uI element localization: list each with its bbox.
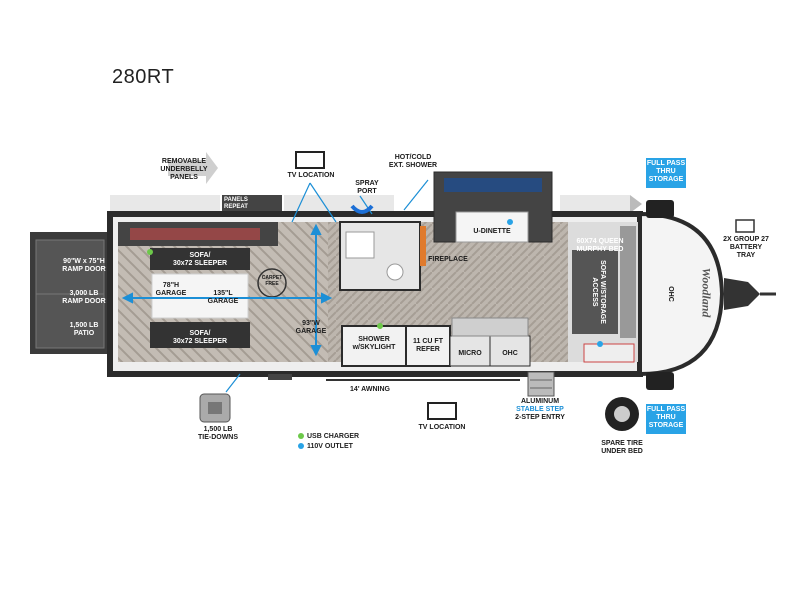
- spray-port-fixture: [350, 204, 374, 214]
- murphy-bed-label: 60X74 QUEEN MURPHY BED: [576, 238, 624, 253]
- front-storage-bottom: [646, 372, 674, 390]
- patio-label: 1,500 LB PATIO: [69, 322, 99, 337]
- battery-tray-label: 2X GROUP 27 BATTERY TRAY: [723, 236, 769, 259]
- woodland-logo: Woodland: [699, 267, 714, 318]
- entry-step: [527, 371, 555, 397]
- model-title: 280RT: [112, 66, 175, 88]
- garage-dimension-lines: [121, 223, 333, 357]
- sofa-sleeper-top-label: SOFA/ 30x72 SLEEPER: [172, 252, 228, 267]
- usb-marker: [147, 249, 153, 255]
- tv-location-bottom-label: TV LOCATION: [418, 424, 466, 431]
- panels-repeat-label: PANELS REPEAT: [224, 197, 248, 210]
- refrigerator: [405, 325, 451, 367]
- ramp-door-weight-label: 3,000 LB RAMP DOOR: [62, 290, 106, 305]
- garage-rug: [151, 273, 249, 319]
- ohc-kitchen-label: OHC: [502, 350, 518, 357]
- ext-shower-label: HOT/COLD EXT. SHOWER: [388, 154, 438, 169]
- full-pass-storage-top: FULL PASS THRU STORAGE: [646, 158, 686, 188]
- outlet-marker: [507, 219, 513, 225]
- fireplace: [420, 226, 426, 266]
- awning-label: 14' AWNING: [350, 386, 390, 393]
- refer-label: 11 CU FT REFER: [413, 338, 443, 353]
- two-step-entry-label: 2-STEP ENTRY: [515, 414, 565, 421]
- sofa-bottom: [150, 322, 250, 348]
- kitchen-ohc: [489, 335, 531, 367]
- removable-panels-label: REMOVABLE UNDERBELLY PANELS: [160, 158, 208, 181]
- outlet-dot-icon: [298, 443, 304, 450]
- u-dinette-label: U-DINETTE: [473, 228, 511, 235]
- shower-label: SHOWER w/SKYLIGHT: [352, 336, 396, 351]
- full-pass-storage-bottom: FULL PASS THRU STORAGE: [646, 404, 686, 434]
- ramp-door-size-label: 90"W x 75"H RAMP DOOR: [62, 258, 106, 273]
- front-cap: [638, 211, 725, 377]
- spare-tire-label: SPARE TIRE UNDER BED: [601, 440, 643, 455]
- tv-location-top-label: TV LOCATION: [287, 172, 335, 179]
- ramp-door-area: [30, 232, 110, 354]
- sofa-top: [150, 248, 250, 270]
- usb-marker: [377, 323, 383, 329]
- tv-icon-top: [295, 151, 325, 169]
- legend-usb: USB CHARGER: [298, 432, 359, 441]
- garage-height-label: 78"H GARAGE: [155, 282, 187, 297]
- battery-icon: [735, 219, 755, 233]
- underbelly-panel-strip: [110, 195, 642, 213]
- front-storage-top: [646, 200, 674, 218]
- sofa-storage-label: SOFA W/STORAGE ACCESS: [591, 260, 606, 324]
- sofa-sleeper-bottom-label: SOFA/ 30x72 SLEEPER: [172, 330, 228, 345]
- removable-panels-arrow: [168, 152, 218, 184]
- outlet-marker: [597, 341, 603, 347]
- garage-length-label: 135"L GARAGE: [207, 290, 239, 305]
- tie-downs-label: 1,500 LB TIE-DOWNS: [197, 426, 239, 441]
- stable-step-label: STABLE STEP: [516, 406, 564, 413]
- leader-lines: [225, 179, 429, 393]
- carpet-free-label: CARPET FREE: [261, 275, 283, 287]
- tv-icon-bottom: [427, 402, 457, 420]
- spray-port-label: SPRAY PORT: [355, 180, 379, 195]
- fireplace-label: FIREPLACE: [428, 256, 468, 263]
- legend-outlet: 110V OUTLET: [298, 442, 353, 451]
- hitch: [724, 278, 760, 310]
- murphy-sofa: [572, 250, 618, 334]
- aluminum-label: ALUMINUM: [520, 398, 560, 405]
- usb-dot-icon: [298, 433, 304, 440]
- micro-label: MICRO: [458, 350, 482, 357]
- garage-width-label: 93"W GARAGE: [295, 320, 327, 335]
- ohc-right-label: OHC: [667, 286, 674, 302]
